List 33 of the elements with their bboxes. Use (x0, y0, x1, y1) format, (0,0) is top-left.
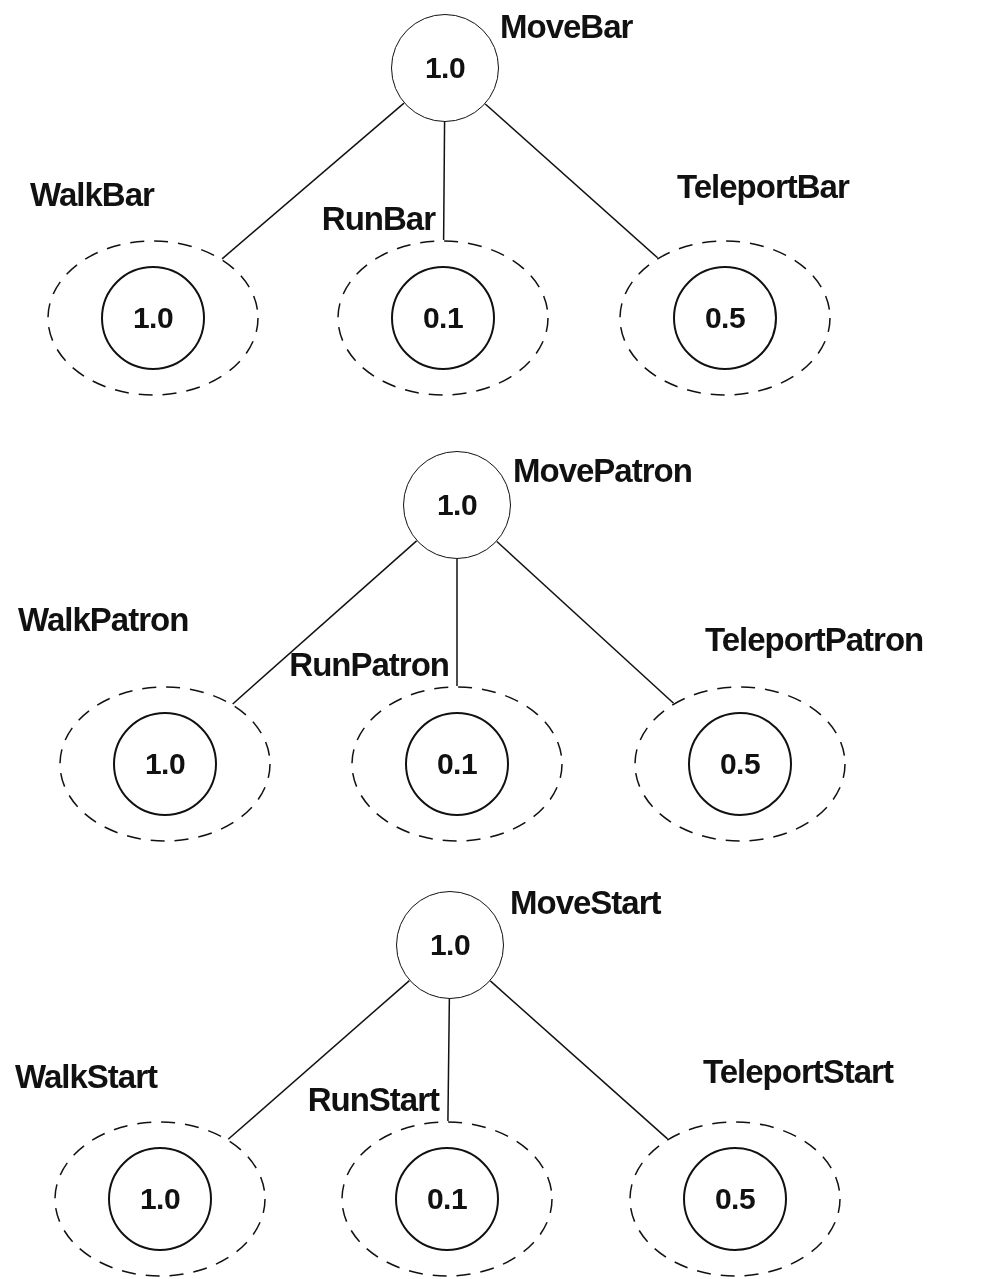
node-label: RunStart (307, 1081, 439, 1119)
node-label: RunPatron (289, 646, 449, 684)
circle-caption: MoveBar (500, 8, 633, 46)
node-label: WalkPatron (18, 601, 189, 639)
connector-line (227, 979, 411, 1141)
circle-node: 1.0 (396, 891, 504, 999)
circle-caption: MoveStart (510, 884, 661, 922)
circle-node: 0.1 (405, 712, 509, 816)
circle-node: 0.5 (683, 1147, 787, 1251)
connector-line (442, 121, 446, 241)
circle-node: 1.0 (101, 266, 205, 370)
connector-line (231, 540, 418, 705)
connector-line (447, 998, 451, 1122)
node-label: WalkBar (30, 176, 154, 214)
connector-line (496, 540, 675, 704)
circle-node: 1.0 (113, 712, 217, 816)
circle-node: 1.0 (391, 14, 499, 122)
circle-node: 1.0 (403, 451, 511, 559)
circle-node: 0.1 (395, 1147, 499, 1251)
node-label: RunBar (321, 200, 435, 238)
circle-node: 0.5 (673, 266, 777, 370)
circle-node: 0.5 (688, 712, 792, 816)
connector-line (484, 103, 659, 259)
circle-node: 1.0 (108, 1147, 212, 1251)
connector-line (456, 558, 458, 687)
connector-line (489, 980, 669, 1140)
connector-line (221, 102, 405, 260)
node-label: TeleportBar (677, 168, 849, 206)
circle-caption: MovePatron (513, 452, 692, 490)
node-label: WalkStart (15, 1058, 157, 1096)
node-label: TeleportPatron (705, 621, 924, 659)
node-label: TeleportStart (703, 1053, 893, 1091)
circle-node: 0.1 (391, 266, 495, 370)
